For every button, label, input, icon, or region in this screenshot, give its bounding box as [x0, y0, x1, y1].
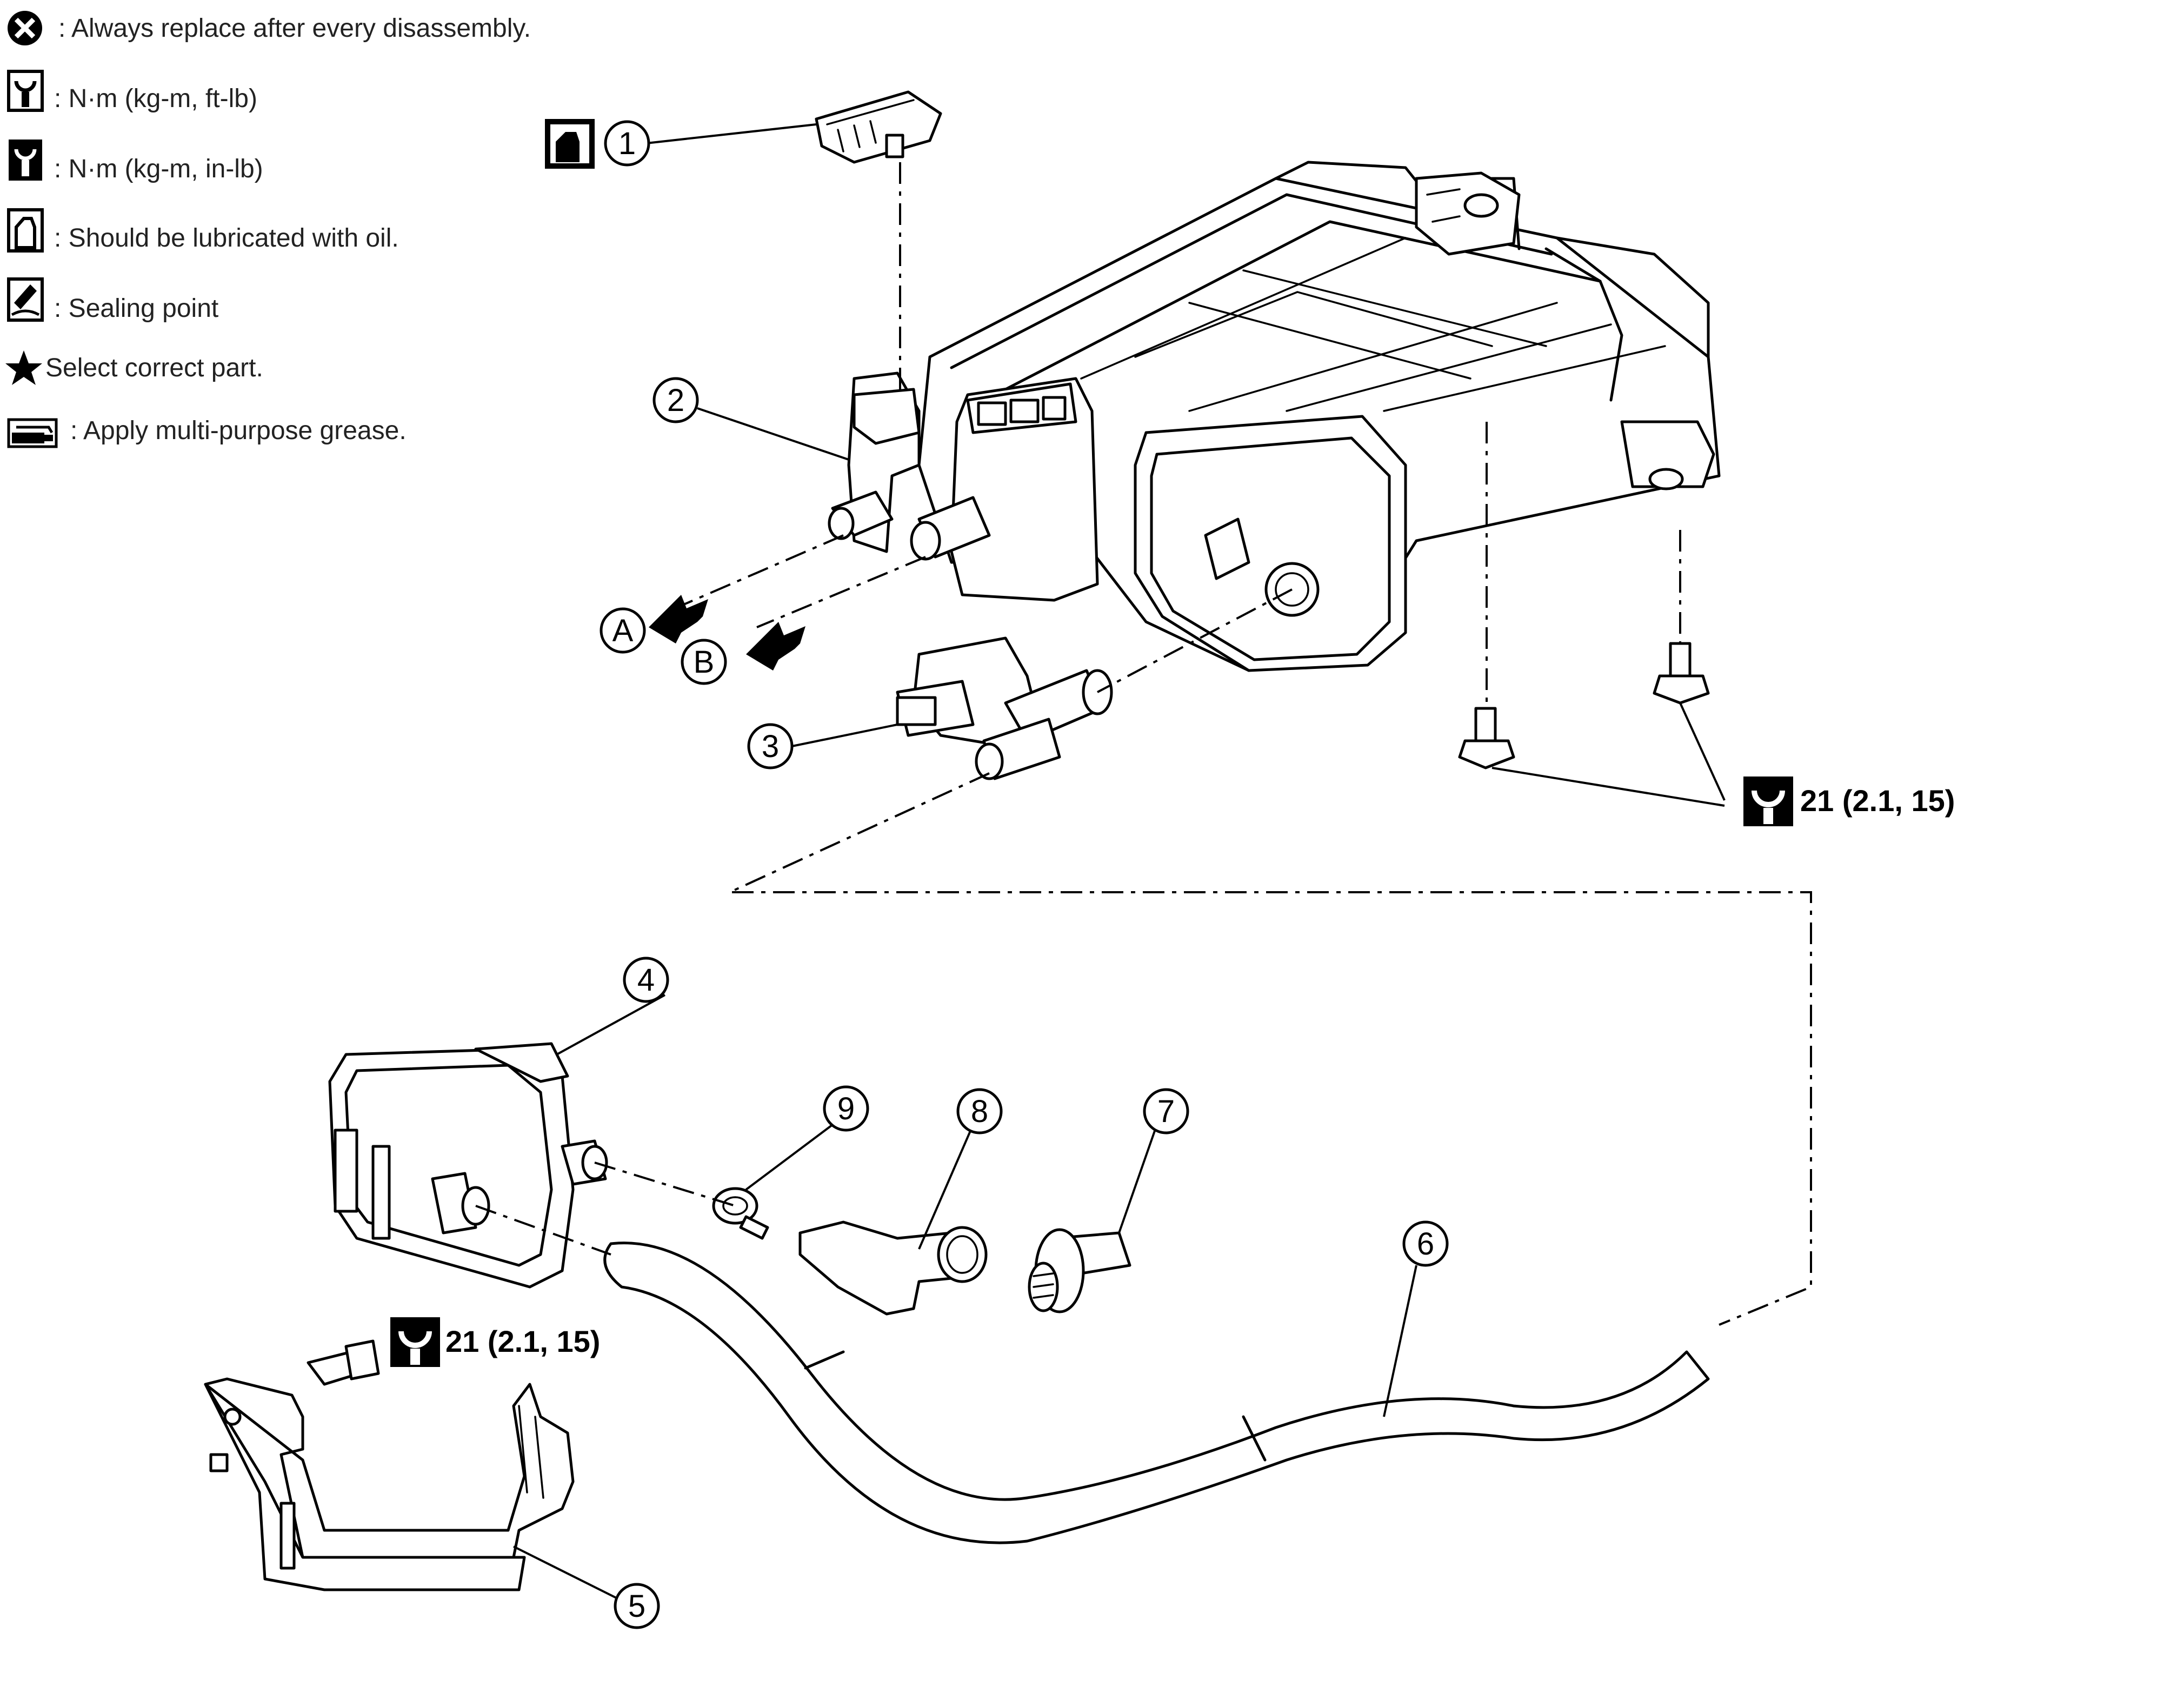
- svg-text:2: 2: [667, 383, 684, 418]
- legend-item-torque-ftlb: : N·m (kg-m, ft-lb): [54, 84, 257, 113]
- legend-item-oil: : Should be lubricated with oil.: [54, 224, 399, 253]
- label-a: A: [600, 607, 646, 654]
- svg-text:3: 3: [762, 729, 779, 764]
- legend: : Always replace after every disassembly…: [5, 11, 531, 448]
- torque-wrench-icon: [1743, 777, 1793, 826]
- torque-wrench-inlb-icon: [9, 140, 42, 181]
- drain-filter: [328, 1042, 608, 1289]
- callout-2: 2: [652, 377, 699, 423]
- arrow-b: [746, 622, 805, 671]
- vent-control-valve: [896, 636, 1113, 780]
- callout-6: 6: [1402, 1220, 1449, 1267]
- callout-4: 4: [623, 957, 669, 1003]
- label-b: B: [681, 639, 727, 685]
- legend-item-torque-inlb: : N·m (kg-m, in-lb): [54, 155, 263, 183]
- callout-3: 3: [747, 723, 794, 769]
- svg-text:A: A: [612, 613, 634, 648]
- bracket-bolt: [307, 1339, 380, 1386]
- grommet: [1028, 1228, 1131, 1313]
- callout-5: 5: [614, 1583, 660, 1629]
- oil-can-icon: [7, 208, 44, 253]
- star-icon: [5, 350, 42, 385]
- svg-text:7: 7: [1157, 1094, 1175, 1129]
- svg-text:4: 4: [637, 963, 655, 998]
- elbow-hose: [798, 1220, 988, 1316]
- mounting-bolt: [1653, 642, 1710, 705]
- oil-can-icon: [545, 119, 595, 169]
- torque-wrench-ftlb-icon: [7, 70, 44, 112]
- callout-9: 9: [823, 1085, 869, 1132]
- svg-text:5: 5: [628, 1589, 645, 1624]
- arrow-a: [649, 595, 708, 643]
- svg-text:1: 1: [618, 126, 636, 161]
- evap-pressure-sensor: [815, 90, 942, 164]
- drain-filter-bracket: [204, 1377, 575, 1591]
- legend-item-star: Select correct part.: [45, 354, 263, 382]
- svg-text:8: 8: [971, 1094, 988, 1129]
- svg-text:6: 6: [1417, 1226, 1434, 1262]
- legend-item-replace: : Always replace after every disassembly…: [58, 14, 531, 43]
- svg-text:9: 9: [837, 1091, 855, 1126]
- callout-1: 1: [604, 120, 650, 167]
- legend-item-grease: : Apply multi-purpose grease.: [70, 416, 407, 445]
- hose-clamp: [712, 1187, 769, 1240]
- svg-text:B: B: [694, 645, 715, 680]
- sealing-point-icon: [7, 277, 44, 322]
- callout-8: 8: [956, 1088, 1003, 1134]
- replace-x-icon: [8, 11, 42, 45]
- svg-text:21 (2.1, 15): 21 (2.1, 15): [1800, 784, 1955, 818]
- evap-canister: [828, 161, 1721, 672]
- svg-text:21 (2.1, 15): 21 (2.1, 15): [445, 1324, 600, 1358]
- drain-hose: [603, 1242, 1710, 1544]
- legend-item-sealing: : Sealing point: [54, 294, 218, 323]
- mounting-bolt: [1458, 707, 1515, 769]
- callout-7: 7: [1143, 1088, 1189, 1134]
- torque-wrench-icon: [390, 1317, 440, 1367]
- grease-icon: [7, 418, 58, 448]
- torque-spec-upper: 21 (2.1, 15): [1743, 777, 1955, 826]
- torque-spec-lower: 21 (2.1, 15): [390, 1317, 600, 1367]
